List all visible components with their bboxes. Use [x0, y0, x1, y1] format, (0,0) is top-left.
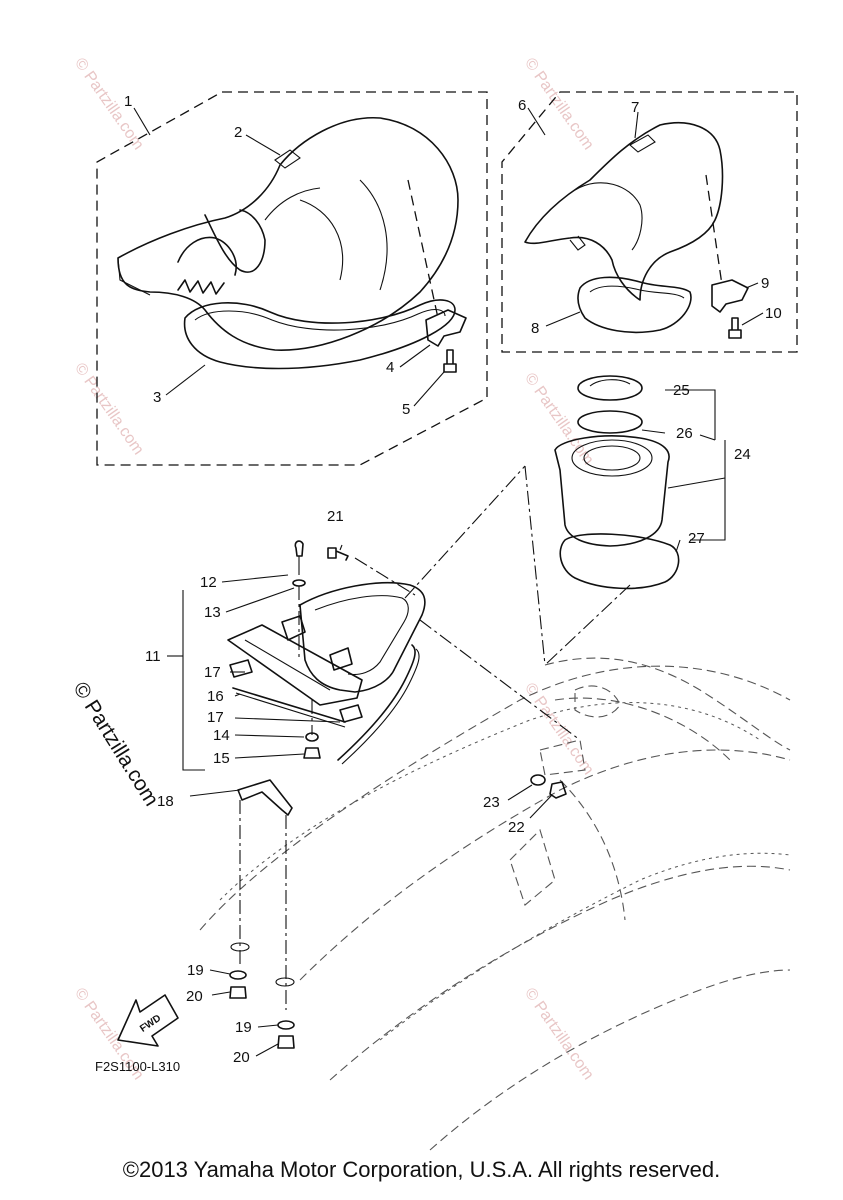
bracket-18	[229, 779, 295, 1049]
callout-8: 8	[531, 320, 539, 337]
copyright-notice: ©2013 Yamaha Motor Corporation, U.S.A. A…	[122, 1157, 721, 1182]
callout-3: 3	[153, 389, 161, 406]
callout-19-right: 19	[235, 1019, 252, 1036]
callout-20-right: 20	[233, 1049, 250, 1066]
rear-seat-seal-inner	[589, 285, 685, 299]
callout-1: 1	[124, 93, 132, 110]
frame-to-box-line-2	[524, 465, 546, 666]
box-to-hull-line	[544, 584, 631, 666]
hook-bolt	[443, 349, 457, 373]
frame-to-hull-line	[419, 619, 581, 741]
callout-26: 26	[676, 425, 693, 442]
callout-labels: 1 2 3 4 5 6 7 8 9 10 11 12 13 14 15 16 1…	[124, 93, 782, 1066]
rear-seat-hook	[711, 279, 749, 313]
callout-4: 4	[386, 359, 394, 376]
pad-1	[229, 659, 253, 678]
storage-o-ring	[577, 410, 643, 434]
callout-5: 5	[402, 401, 410, 418]
bolt-21	[327, 547, 349, 561]
callout-21: 21	[327, 508, 344, 525]
frame-to-box-line-1	[404, 465, 526, 599]
storage-box-opening	[571, 439, 653, 477]
seal-strip-long	[337, 644, 416, 761]
seat-hook	[425, 309, 467, 347]
callout-25: 25	[673, 382, 690, 399]
storage-box-gasket	[559, 533, 680, 590]
callout-2: 2	[234, 124, 242, 141]
callout-6: 6	[518, 97, 526, 114]
rear-hook-guide-line	[705, 174, 723, 286]
nut-22	[549, 781, 567, 799]
callout-20-left: 20	[186, 988, 203, 1005]
seal-strip	[232, 687, 346, 723]
seat-base-bracket	[227, 624, 363, 706]
callout-12: 12	[200, 574, 217, 591]
seat-base-assembly	[227, 540, 426, 765]
callout-11: 11	[145, 648, 161, 665]
storage-box-assembly	[554, 375, 680, 590]
seat-front	[117, 117, 459, 351]
seat-seal	[183, 299, 456, 370]
rear-hook-bolt	[728, 317, 742, 339]
pin-washer	[292, 579, 306, 587]
hull-outline	[199, 657, 791, 1151]
callout-7: 7	[631, 99, 639, 116]
storage-box	[554, 435, 670, 547]
group-1-boundary	[96, 91, 488, 466]
washer-19a	[229, 970, 247, 980]
callout-9: 9	[761, 275, 769, 292]
seat-rear	[524, 121, 724, 301]
diagram-code: F2S1100-L310	[95, 1059, 180, 1074]
rear-seat-seal	[577, 276, 692, 334]
callout-15: 15	[213, 750, 230, 767]
seat-base-frame	[299, 582, 426, 693]
hook-guide-line	[407, 179, 439, 319]
latch-block	[281, 615, 306, 641]
washer-23	[530, 774, 546, 786]
callout-23: 23	[483, 794, 500, 811]
group-6-boundary	[501, 91, 798, 353]
forward-arrow-icon: FWD	[117, 994, 179, 1047]
pin-bolt	[294, 540, 304, 557]
callout-13: 13	[204, 604, 221, 621]
seat-seal-inner	[194, 308, 446, 331]
leader-lines	[133, 107, 764, 1057]
nut-20b	[277, 1035, 295, 1049]
callout-14: 14	[213, 727, 230, 744]
callout-16: 16	[207, 688, 224, 705]
callout-19-left: 19	[187, 962, 204, 979]
callout-17-bottom: 17	[207, 709, 224, 726]
nut-15	[303, 747, 321, 759]
callout-24: 24	[734, 446, 751, 463]
pad-2	[339, 704, 363, 723]
callout-18: 18	[157, 793, 174, 810]
callout-22: 22	[508, 819, 525, 836]
latch-block-2	[329, 647, 353, 671]
bolt-21-line	[354, 557, 416, 596]
callout-27: 27	[688, 530, 705, 547]
storage-cap-handle	[589, 379, 631, 387]
callout-17-top: 17	[204, 664, 221, 681]
callout-10: 10	[765, 305, 782, 322]
washer-19b	[277, 1020, 295, 1030]
nut-20a	[229, 986, 247, 999]
storage-cap	[577, 375, 643, 401]
